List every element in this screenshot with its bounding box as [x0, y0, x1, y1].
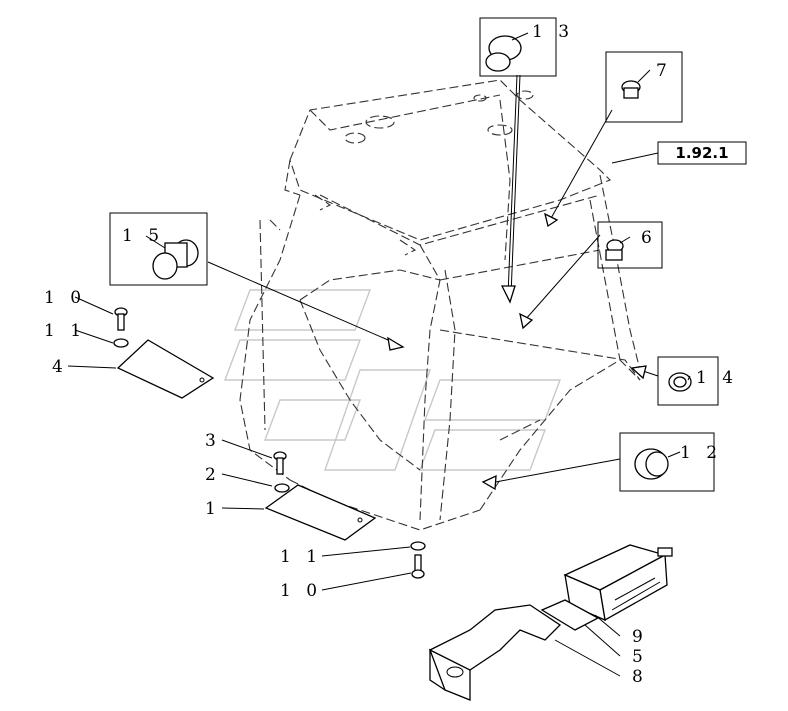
callout-box-14	[630, 356, 719, 406]
label-9: 9	[632, 627, 648, 647]
label-3: 3	[205, 431, 221, 451]
label-5: 5	[632, 647, 648, 667]
callout-labels: 1 3 7 1 5 6 1 4 1 2 1 0 1 1 4 3 2 1 1 1 …	[44, 22, 738, 687]
washer-lower	[274, 483, 290, 493]
label-1: 1	[205, 499, 221, 519]
bolt-bottom	[411, 554, 425, 579]
callout-box-7	[544, 51, 683, 228]
reference-box: 1.92.1	[611, 141, 747, 165]
label-11-upper: 1 1	[44, 321, 86, 341]
callout-box-13	[479, 17, 557, 304]
duct-pipe-8	[428, 604, 562, 701]
callout-box-6	[519, 221, 663, 330]
washer-upper	[113, 338, 129, 348]
label-12: 1 2	[680, 443, 722, 463]
label-6: 6	[641, 228, 657, 248]
callout-box-12	[481, 432, 715, 492]
label-10-lower: 1 0	[280, 581, 322, 601]
label-7: 7	[656, 61, 672, 81]
label-13: 1 3	[532, 22, 574, 42]
label-2: 2	[205, 465, 221, 485]
bolt-lower	[273, 451, 287, 475]
cover-panel-1	[264, 484, 377, 541]
cab-outline	[239, 79, 641, 531]
bolt-upper	[114, 307, 128, 331]
label-4: 4	[52, 357, 68, 377]
washer-bottom	[410, 541, 426, 551]
label-15: 1 5	[122, 226, 164, 246]
label-8: 8	[632, 667, 648, 687]
leader-lines	[67, 32, 691, 677]
label-14: 1 4	[696, 368, 738, 388]
label-11-lower: 1 1	[280, 547, 322, 567]
duct-outlet-9	[563, 544, 673, 622]
reference-label: 1.92.1	[675, 144, 728, 162]
callout-box-15	[109, 212, 405, 351]
cover-panel-4	[116, 339, 215, 399]
label-10-upper: 1 0	[44, 288, 86, 308]
watermark-logo	[223, 289, 562, 471]
